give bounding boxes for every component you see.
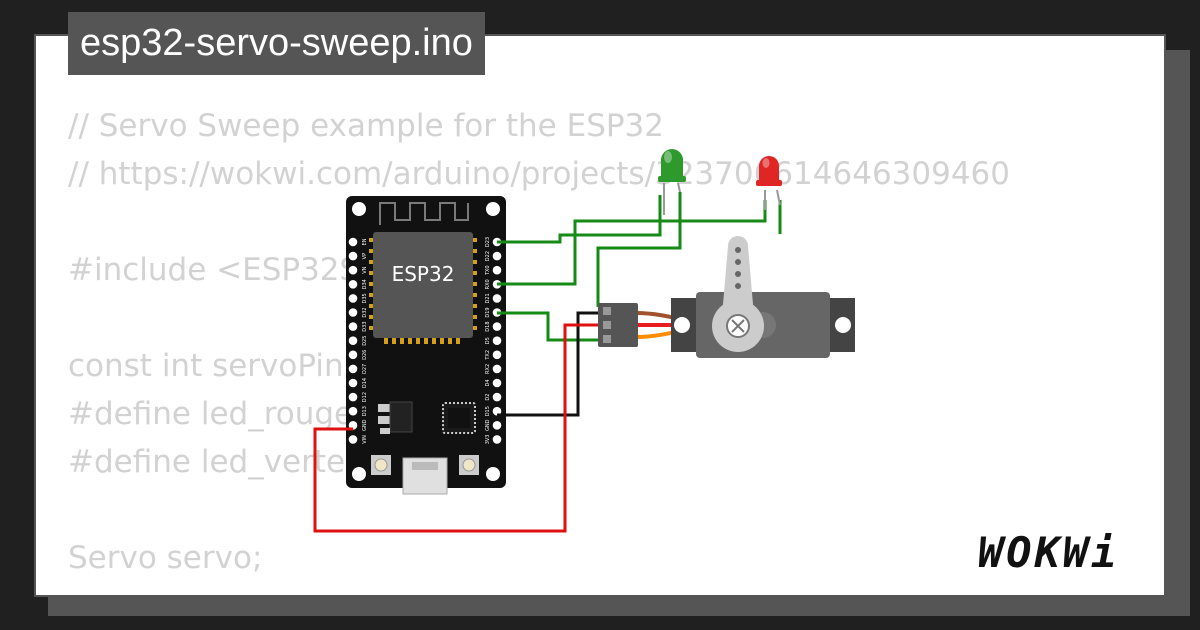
voltage-regulator — [378, 401, 413, 434]
pin-label: RX0 — [485, 279, 491, 289]
pin-label: D27 — [362, 364, 368, 374]
usb-uart-chip — [442, 402, 476, 434]
wire-green-led — [497, 195, 662, 244]
pin-label: D19 — [485, 307, 491, 317]
pin-left-d12[interactable] — [348, 392, 358, 402]
pin-label: 3V3 — [485, 435, 491, 445]
pin-label: VP — [362, 253, 368, 259]
green-led[interactable] — [658, 149, 686, 215]
pin-left-d34[interactable] — [348, 280, 358, 289]
pin-label: GND — [485, 419, 491, 431]
wire-servo-power — [313, 323, 606, 533]
pin-label: GND — [362, 419, 368, 431]
pin-left-vin[interactable] — [348, 435, 358, 444]
red-led[interactable] — [756, 156, 782, 210]
pin-label: VN — [362, 266, 368, 273]
pin-label: D26 — [362, 350, 368, 360]
pin-left-d32[interactable] — [348, 308, 358, 317]
pin-right-tx0[interactable] — [492, 265, 502, 275]
pin-label: D12 — [362, 392, 368, 402]
mount-hole — [352, 467, 366, 481]
pin-right-d2[interactable] — [492, 392, 502, 402]
pin-left-en[interactable] — [348, 237, 358, 247]
pin-label: D35 — [362, 293, 368, 303]
pin-label: D13 — [362, 406, 368, 416]
pin-label: D2 — [485, 394, 491, 401]
pin-right-d5[interactable] — [492, 336, 502, 346]
pin-label: D33 — [362, 321, 368, 331]
pin-label: D15 — [485, 406, 491, 416]
usb-connector — [402, 457, 448, 495]
code-listing: // Servo Sweep example for the ESP32 // … — [68, 102, 1010, 582]
pin-left-d27[interactable] — [348, 364, 358, 374]
pin-label: D5 — [485, 337, 491, 344]
pin-left-vn[interactable] — [348, 265, 358, 275]
pin-left-d13[interactable] — [348, 406, 358, 416]
pin-label: EN — [362, 238, 368, 245]
pin-label: D34 — [362, 279, 368, 289]
code-line-2: // https://wokwi.com/arduino/projects/32… — [68, 156, 1011, 192]
pin-label: D25 — [362, 336, 368, 346]
pin-label: D18 — [485, 321, 491, 331]
pin-left-d35[interactable] — [348, 294, 358, 303]
wire-led-return — [596, 192, 682, 307]
pin-label: D23 — [485, 237, 491, 247]
pin-label: TX0 — [485, 265, 491, 276]
pin-right-gnd[interactable] — [492, 421, 502, 430]
pin-label: TX2 — [485, 350, 491, 361]
pin-left-d14[interactable] — [348, 378, 358, 388]
pin-right-rx2[interactable] — [492, 364, 502, 374]
pin-right-tx2[interactable] — [492, 350, 502, 360]
mount-hole — [486, 202, 500, 216]
pin-left-d33[interactable] — [348, 322, 358, 331]
pin-label: D21 — [485, 293, 491, 303]
pin-label: RX2 — [485, 364, 491, 374]
pin-left-d25[interactable] — [348, 336, 358, 346]
esp32-board[interactable]: ESP32 — [346, 196, 506, 495]
wokwi-logo: WOKWi — [978, 528, 1120, 577]
servo-motor[interactable] — [598, 236, 855, 358]
pin-right-3v3[interactable] — [492, 435, 502, 444]
wire-red-led — [497, 200, 767, 286]
chip-label: ESP32 — [392, 262, 455, 286]
mount-hole — [486, 467, 500, 481]
antenna-trace — [379, 202, 469, 225]
pin-right-d18[interactable] — [492, 322, 502, 331]
pin-left-d26[interactable] — [348, 350, 358, 360]
wires — [313, 192, 782, 533]
esp32-module — [373, 232, 473, 338]
pin-left-vp[interactable] — [348, 251, 358, 261]
pin-label: VIN — [362, 435, 368, 444]
pin-right-d21[interactable] — [492, 294, 502, 303]
pin-right-d4[interactable] — [492, 378, 502, 388]
code-line-1: // Servo Sweep example for the ESP32 — [68, 108, 665, 144]
pin-right-d15[interactable] — [492, 406, 502, 416]
module-pads — [369, 238, 477, 344]
code-line-10: Servo servo; — [68, 540, 263, 576]
pin-left-gnd[interactable] — [348, 421, 358, 430]
en-button[interactable] — [371, 455, 391, 475]
pin-label: D4 — [485, 379, 491, 386]
pin-label: D22 — [485, 251, 491, 261]
pin-label: D32 — [362, 307, 368, 317]
mount-hole — [352, 202, 366, 216]
pin-label: D14 — [362, 378, 368, 388]
pin-right-d22[interactable] — [492, 251, 502, 261]
boot-button[interactable] — [459, 455, 479, 475]
wire-servo-ground — [497, 311, 606, 417]
file-name-tab[interactable]: esp32-servo-sweep.ino — [68, 12, 485, 75]
